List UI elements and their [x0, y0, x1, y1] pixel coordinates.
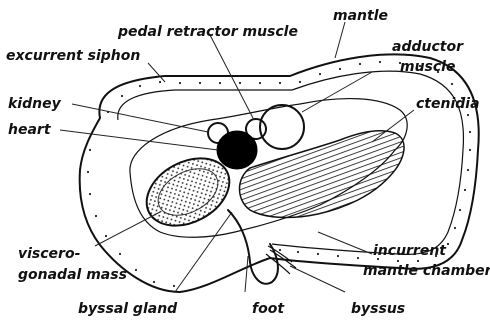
label-pedal-retractor-muscle: pedal retractor muscle — [117, 24, 298, 40]
label-gonadal-mass: gonadal mass — [18, 267, 127, 283]
label-mantle-chamber: mantle chamber — [363, 263, 490, 279]
label-heart: heart — [8, 122, 52, 138]
label-ctenidia: ctenidia — [416, 96, 480, 112]
label-byssal-gland: byssal gland — [78, 301, 178, 317]
label-byssus: byssus — [351, 301, 405, 317]
label-excurrent-siphon: excurrent siphon — [6, 48, 140, 64]
ctenidia-gills — [240, 131, 405, 218]
label-kidney: kidney — [8, 96, 62, 112]
heart-organ — [217, 131, 257, 169]
label-foot: foot — [252, 301, 285, 317]
label-viscero: viscero- — [18, 246, 81, 262]
label-incurrent: incurrent — [373, 243, 447, 259]
label-mantle: mantle — [333, 8, 388, 24]
label-adductor: adductor — [392, 39, 464, 55]
label-muscle: muscle — [400, 59, 455, 75]
